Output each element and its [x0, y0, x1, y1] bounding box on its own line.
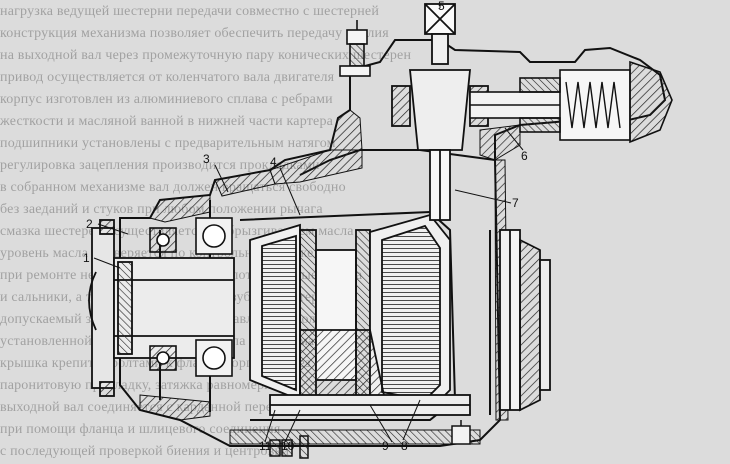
callout-1: 1 — [83, 251, 90, 265]
callout-11: 11 — [259, 439, 272, 453]
bolts — [269, 420, 471, 459]
bearings — [149, 217, 233, 377]
callout-4: 4 — [270, 155, 277, 169]
callout-10: 10 — [281, 439, 295, 453]
right-pulley — [499, 229, 551, 412]
callout-3: 3 — [203, 152, 210, 166]
gear-assembly — [249, 213, 471, 416]
leader-lines — [93, 4, 524, 443]
callout-8: 8 — [401, 439, 408, 453]
callout-2: 2 — [86, 217, 93, 231]
callout-7: 7 — [512, 196, 519, 210]
callout-5: 5 — [438, 0, 445, 13]
oil-fitting — [339, 20, 371, 77]
callout-9: 9 — [382, 439, 389, 453]
callout-6: 6 — [521, 149, 528, 163]
right-shaft-and-spring — [469, 60, 673, 144]
